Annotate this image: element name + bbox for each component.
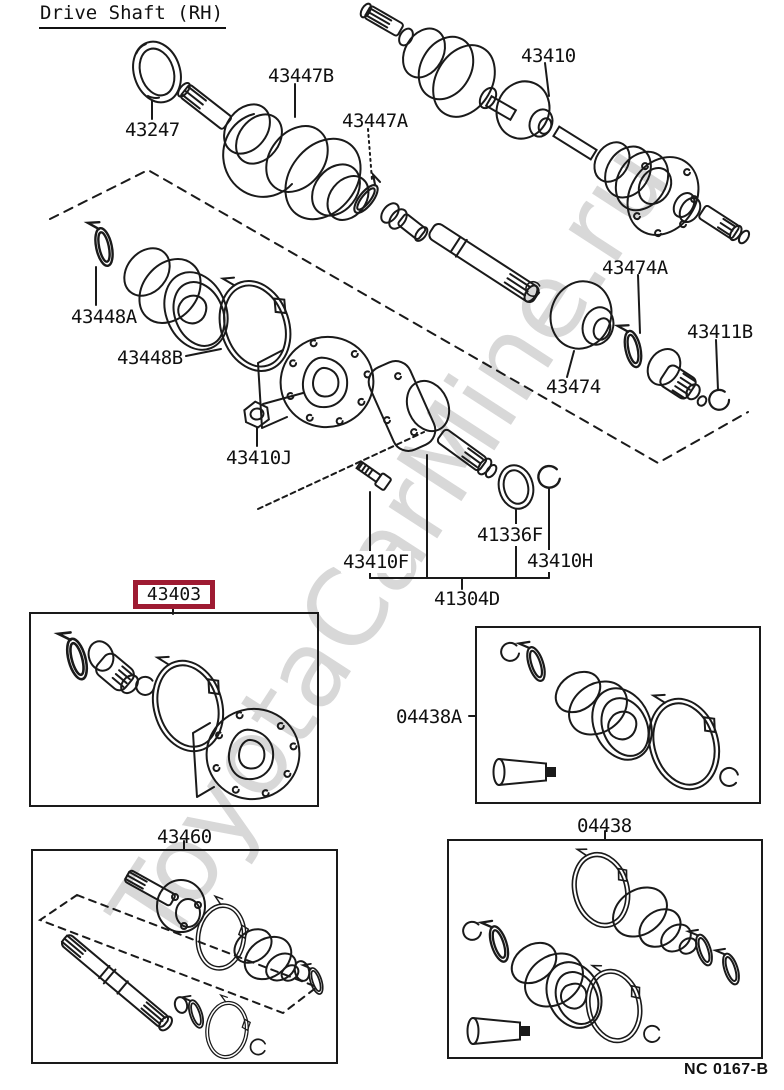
- damper-43474-art: [549, 280, 615, 350]
- tripod-housing-art: [257, 326, 384, 437]
- kit-box-04438: [447, 839, 763, 1059]
- part-label-41336F: 41336F: [475, 524, 545, 546]
- part-label-43448A: 43448A: [71, 306, 137, 328]
- snap-ring-43411B-art: [706, 387, 732, 413]
- highlighted-part-label-43403: 43403: [133, 580, 215, 609]
- page-title: Drive Shaft (RH): [39, 2, 227, 29]
- part-label-04438A: 04438A: [396, 706, 462, 728]
- nut-43410J-art: [242, 399, 271, 431]
- part-label-43403: 43403: [146, 584, 202, 605]
- drive-shaft-43410-art: [359, 2, 751, 245]
- part-label-43410F: 43410F: [341, 551, 411, 573]
- snap-ring-43410H-art: [537, 464, 561, 489]
- axle-carrier-art: [367, 360, 498, 479]
- part-label-43410J: 43410J: [226, 447, 292, 469]
- kit-04438A-contents-art: [492, 637, 743, 799]
- clamp-43448A-art: [86, 217, 117, 270]
- kit-box-43403: [29, 612, 319, 807]
- part-label-04438: 04438: [577, 815, 632, 837]
- part-label-43447A: 43447A: [342, 110, 408, 132]
- part-label-43247: 43247: [125, 119, 180, 141]
- inboard-joint-art: [646, 348, 708, 407]
- part-label-43474: 43474: [546, 376, 601, 398]
- exploded-parts-art: [86, 217, 732, 510]
- part-label-43460: 43460: [157, 826, 212, 848]
- part-label-43411B: 43411B: [687, 321, 753, 343]
- assembly-outline-dashed: [49, 168, 749, 465]
- kit-box-43460: [31, 849, 338, 1064]
- kit-04438-contents-art: [462, 838, 744, 1049]
- part-label-41304D: 41304D: [434, 588, 500, 610]
- kit-43460-contents-art: [37, 869, 327, 1062]
- part-label-43448B: 43448B: [117, 347, 183, 369]
- part-label-43410: 43410: [521, 45, 576, 67]
- clamp-43447A-art: [347, 173, 387, 218]
- bolt-43410F-art: [355, 460, 392, 491]
- center-damper-43410-art: [495, 80, 554, 140]
- part-label-43410H: 43410H: [525, 550, 595, 572]
- part-label-43447B: 43447B: [268, 65, 334, 87]
- kit-box-04438A: [475, 626, 761, 804]
- outboard-shaft-assembly-art: [132, 40, 540, 304]
- part-label-43474A: 43474A: [602, 257, 668, 279]
- boot-clamp-43448B-art: [204, 261, 305, 382]
- kit-43403-contents-art: [56, 627, 309, 810]
- ring-41336F-art: [497, 464, 535, 510]
- leader-lines: [95, 62, 719, 851]
- oil-seal-43247-art: [132, 40, 182, 104]
- doc-code: NC 0167-B: [684, 1061, 769, 1078]
